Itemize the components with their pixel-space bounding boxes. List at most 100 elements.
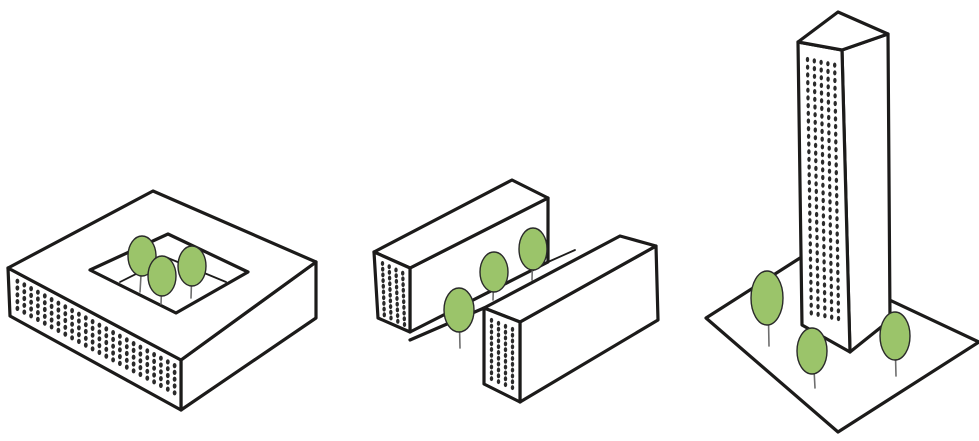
window-dot (828, 207, 832, 213)
window-dot (111, 330, 115, 336)
window-dot (819, 82, 824, 88)
window-dot (809, 302, 813, 308)
window-dot (829, 283, 833, 289)
window-dot (503, 364, 508, 370)
window-dot (814, 181, 818, 187)
window-dot (815, 234, 819, 241)
window-dot (104, 326, 109, 332)
window-dot (388, 304, 393, 310)
window-dot (809, 271, 813, 278)
window-dot (172, 383, 177, 389)
window-dot (145, 361, 150, 368)
window-dot (394, 284, 399, 290)
tower-front-facade (796, 40, 852, 354)
window-dot (152, 352, 157, 358)
window-dot (809, 310, 813, 316)
window-dot (70, 308, 74, 314)
window-dot (63, 317, 68, 324)
window-dot (489, 323, 494, 329)
window-dot (833, 77, 837, 84)
window-dot (828, 230, 833, 236)
window-dot (42, 313, 47, 319)
window-dot (812, 73, 817, 79)
window-dot (152, 365, 157, 371)
window-dot (42, 300, 47, 306)
window-dot (496, 367, 501, 373)
window-dot (814, 150, 818, 156)
window-dot (15, 285, 20, 291)
window-dot (503, 370, 508, 376)
window-dot (503, 382, 508, 388)
window-dot (165, 366, 170, 372)
window-dot (819, 59, 823, 65)
window-dot (812, 58, 816, 64)
window-dot (118, 354, 122, 360)
window-dot (389, 315, 393, 321)
window-dot (806, 87, 810, 93)
courtyard-trees (127, 235, 207, 305)
window-dot (15, 299, 20, 305)
window-dot (808, 248, 813, 254)
window-dot (165, 359, 170, 365)
window-dot (805, 64, 810, 70)
window-dot (833, 100, 837, 107)
window-dot (83, 335, 88, 341)
window-dot (396, 318, 400, 324)
window-dot (808, 233, 812, 239)
courtyard-block-window-grid (15, 278, 177, 396)
window-dot (807, 187, 812, 193)
window-dot (90, 339, 95, 345)
window-dot (815, 265, 820, 271)
window-dot (380, 261, 385, 266)
window-dot (835, 208, 839, 214)
window-dot (388, 287, 392, 292)
window-dot (813, 135, 818, 141)
window-dot (822, 236, 826, 242)
window-dot (36, 289, 40, 295)
window-dot (814, 196, 819, 202)
window-dot (808, 241, 812, 247)
twin-slab-blocks (372, 178, 660, 404)
window-dot (821, 205, 825, 211)
front-slab-window-grid (489, 317, 515, 391)
tree (518, 227, 548, 281)
window-dot (807, 164, 811, 170)
window-dot (381, 266, 385, 272)
window-dot (834, 185, 839, 191)
window-dot (827, 160, 832, 167)
window-dot (496, 355, 501, 361)
window-dot (97, 343, 102, 349)
tree-foliage (750, 270, 784, 326)
window-dot (820, 144, 825, 150)
window-dot (835, 200, 839, 206)
window-dot (834, 154, 838, 160)
window-dot (29, 286, 33, 292)
window-dot (821, 167, 825, 173)
window-dot (56, 327, 61, 333)
window-dot (807, 149, 811, 155)
window-dot (829, 260, 833, 266)
window-dot (821, 190, 825, 196)
window-dot (381, 278, 385, 284)
window-dot (388, 281, 392, 287)
window-dot (104, 346, 109, 352)
window-dot (820, 121, 824, 127)
window-dot (131, 361, 136, 367)
window-dot (819, 98, 824, 104)
window-dot (90, 325, 95, 331)
window-dot (402, 322, 407, 327)
window-dot (49, 324, 54, 330)
window-dot (829, 253, 833, 259)
window-dot (124, 364, 129, 370)
tree-foliage (147, 255, 177, 297)
window-dot (806, 110, 810, 116)
tree (750, 270, 784, 347)
window-dot (806, 72, 810, 78)
window-dot (808, 225, 812, 231)
window-dot (83, 322, 88, 328)
window-dot (97, 336, 102, 342)
window-dot (808, 264, 813, 270)
window-dot (394, 278, 399, 284)
window-dot (812, 66, 817, 72)
window-dot (816, 288, 820, 294)
